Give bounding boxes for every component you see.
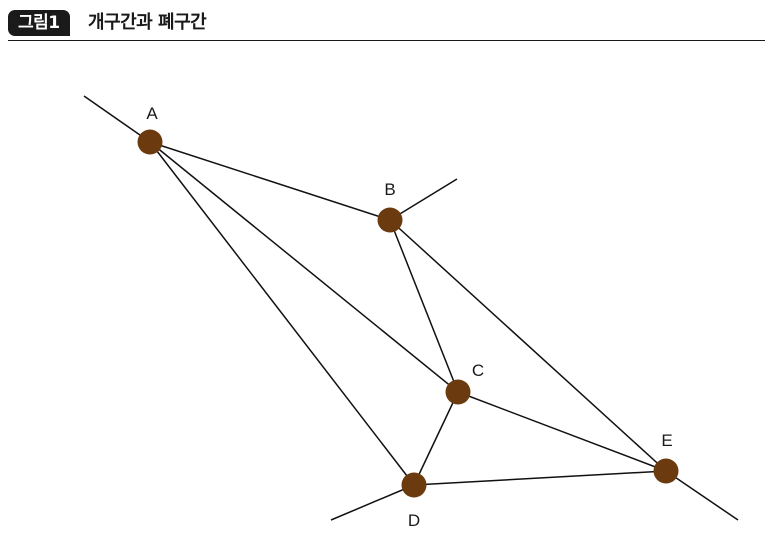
node-label-e: E [661,431,672,450]
graph-nodes [137,129,679,498]
figure-title: 개구간과 폐구간 [88,12,207,33]
stub-line-d [330,484,415,521]
figure-header: 그림1 개구간과 폐구간 [8,8,765,41]
edge-c-e [457,391,667,472]
edge-b-e [389,219,667,472]
graph-edges [149,141,667,486]
stub-line-b [389,178,458,221]
edge-a-b [149,141,391,221]
stub-line-e [665,470,739,521]
edge-a-c [149,141,459,393]
edge-a-d [149,141,415,486]
node-d [401,472,427,498]
edge-c-d [413,391,459,486]
node-label-b: B [384,180,395,199]
node-c [445,379,471,405]
stub-line-a [83,95,151,143]
edge-b-c [389,219,459,393]
figure-number-badge: 그림1 [8,10,70,36]
node-label-a: A [146,104,158,123]
node-a [137,129,163,155]
node-label-c: C [472,361,484,380]
node-labels: A B C D E [146,104,672,530]
node-label-d: D [408,511,420,530]
edge-d-e [413,470,667,486]
open-stubs [83,95,739,521]
node-b [377,207,403,233]
node-e [653,458,679,484]
